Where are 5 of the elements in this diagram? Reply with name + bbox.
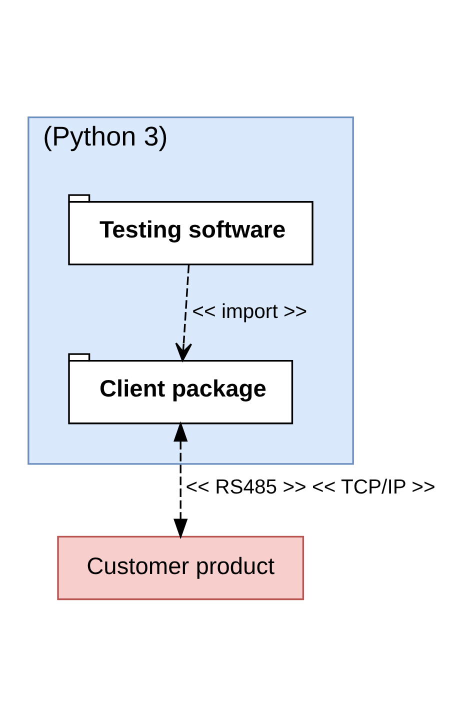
arrow <box>175 264 192 361</box>
edge-label: << RS485 >> << TCP/IP >> <box>186 476 436 498</box>
node-box: Customer product <box>57 535 304 600</box>
edge-label: << import >> <box>192 300 308 322</box>
arrow <box>174 420 188 539</box>
